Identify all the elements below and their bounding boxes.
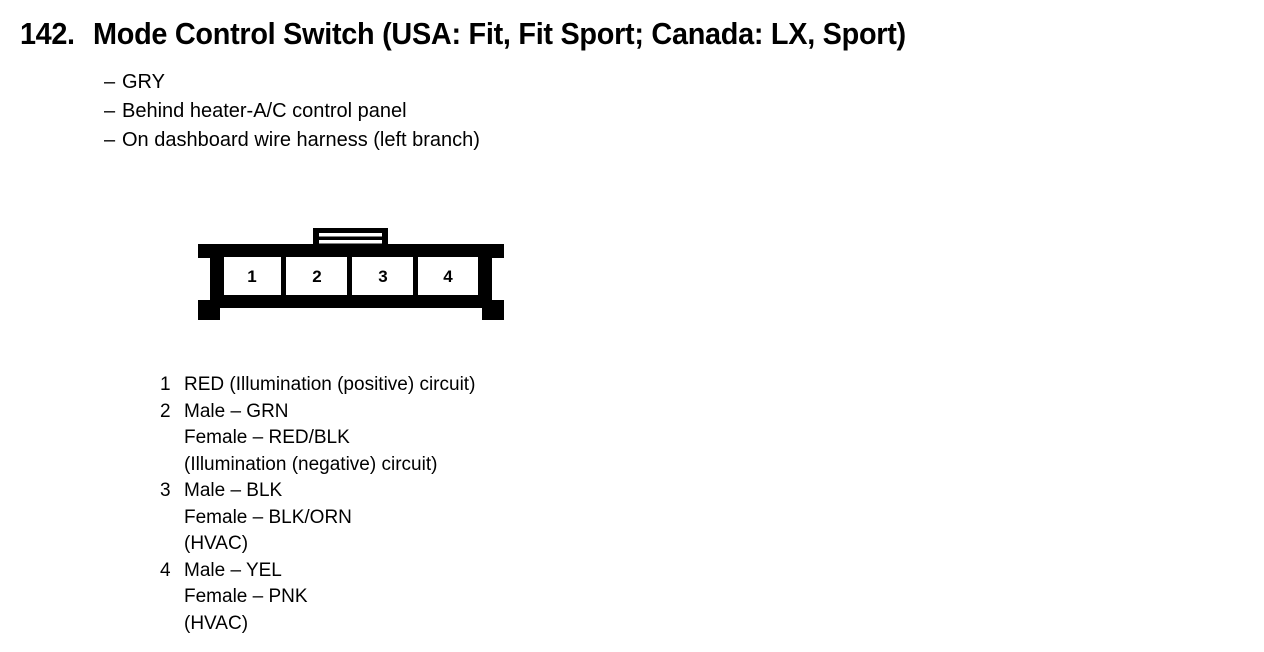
pin-number: 2 — [160, 400, 171, 422]
connector-diagram: 1 2 3 4 — [196, 224, 506, 334]
cavity-left-rail — [218, 251, 224, 301]
pin-description: (Illumination (negative) circuit) — [184, 453, 438, 475]
pin-number: 4 — [160, 559, 171, 581]
pin-number-spacer — [160, 584, 184, 611]
pin-legend-entry: 4 Male – YEL Female – PNK (HVAC) — [160, 558, 475, 638]
pin-legend-entry: 1 RED (Illumination (positive) circuit) — [160, 372, 475, 399]
pin-number-spacer — [160, 531, 184, 558]
note-text: Behind heater-A/C control panel — [122, 100, 407, 122]
section-title: Mode Control Switch (USA: Fit, Fit Sport… — [92, 16, 906, 51]
cavity-divider — [413, 251, 418, 301]
note-item: – GRY — [104, 68, 480, 97]
note-list: – GRY – Behind heater-A/C control panel … — [104, 68, 480, 155]
left-bottom-notch — [198, 301, 218, 308]
note-text: On dashboard wire harness (left branch) — [122, 129, 480, 151]
connector-face-view: 1 2 3 4 — [198, 228, 504, 320]
pin-description: Male – YEL — [184, 559, 282, 581]
pin-legend-row: 4 Male – YEL — [160, 558, 475, 585]
pin-legend-row: 2 Male – GRN — [160, 399, 475, 426]
note-text: GRY — [122, 71, 165, 93]
cavity-right-rail — [478, 251, 484, 301]
pin-description: Male – GRN — [184, 400, 289, 422]
cavity-divider — [281, 251, 286, 301]
cavity-number-4: 4 — [443, 267, 453, 286]
pin-legend-row: Female – RED/BLK — [160, 425, 475, 452]
pin-legend-row: Female – BLK/ORN — [160, 505, 475, 532]
pin-description: (HVAC) — [184, 533, 249, 554]
cavity-divider — [347, 251, 352, 301]
cavity-number-1: 1 — [247, 267, 256, 286]
dash-bullet-icon: – — [104, 129, 116, 151]
right-bottom-notch — [484, 301, 504, 308]
pin-legend-row: 3 Male – BLK — [160, 478, 475, 505]
note-item: – Behind heater-A/C control panel — [104, 97, 480, 126]
note-item: – On dashboard wire harness (left branch… — [104, 126, 480, 155]
pin-number-spacer — [160, 611, 184, 638]
cavity-number-3: 3 — [378, 267, 387, 286]
pin-number-spacer — [160, 452, 184, 479]
page-title: 142. Mode Control Switch (USA: Fit, Fit … — [20, 16, 967, 52]
pin-number: 3 — [160, 480, 171, 501]
pin-legend-row: (HVAC) — [160, 531, 475, 558]
pin-number-spacer — [160, 505, 184, 532]
pin-number-spacer — [160, 425, 184, 452]
pin-legend-entry: 2 Male – GRN Female – RED/BLK (Illuminat… — [160, 399, 475, 479]
pin-legend-row: 1 RED (Illumination (positive) circuit) — [160, 372, 475, 399]
pin-number: 1 — [160, 374, 171, 395]
right-top-notch — [484, 244, 504, 251]
locking-tab-icon — [313, 228, 388, 248]
pin-legend-entry: 3 Male – BLK Female – BLK/ORN (HVAC) — [160, 478, 475, 558]
left-top-notch — [198, 244, 218, 251]
pin-legend: 1 RED (Illumination (positive) circuit) … — [160, 372, 475, 637]
pin-legend-row: Female – PNK — [160, 584, 475, 611]
pin-description: Female – BLK/ORN — [184, 506, 352, 528]
dash-bullet-icon: – — [104, 71, 116, 93]
cavity-number-2: 2 — [312, 267, 321, 286]
section-number: 142. — [20, 16, 75, 51]
pin-legend-row: (HVAC) — [160, 611, 475, 638]
pin-description: Female – RED/BLK — [184, 427, 350, 448]
dash-bullet-icon: – — [104, 100, 116, 122]
pin-description: RED (Illumination (positive) circuit) — [184, 374, 476, 395]
pin-description: Female – PNK — [184, 586, 308, 607]
pin-description: (HVAC) — [184, 612, 249, 634]
pin-description: Male – BLK — [184, 480, 283, 501]
pin-legend-row: (Illumination (negative) circuit) — [160, 452, 475, 479]
